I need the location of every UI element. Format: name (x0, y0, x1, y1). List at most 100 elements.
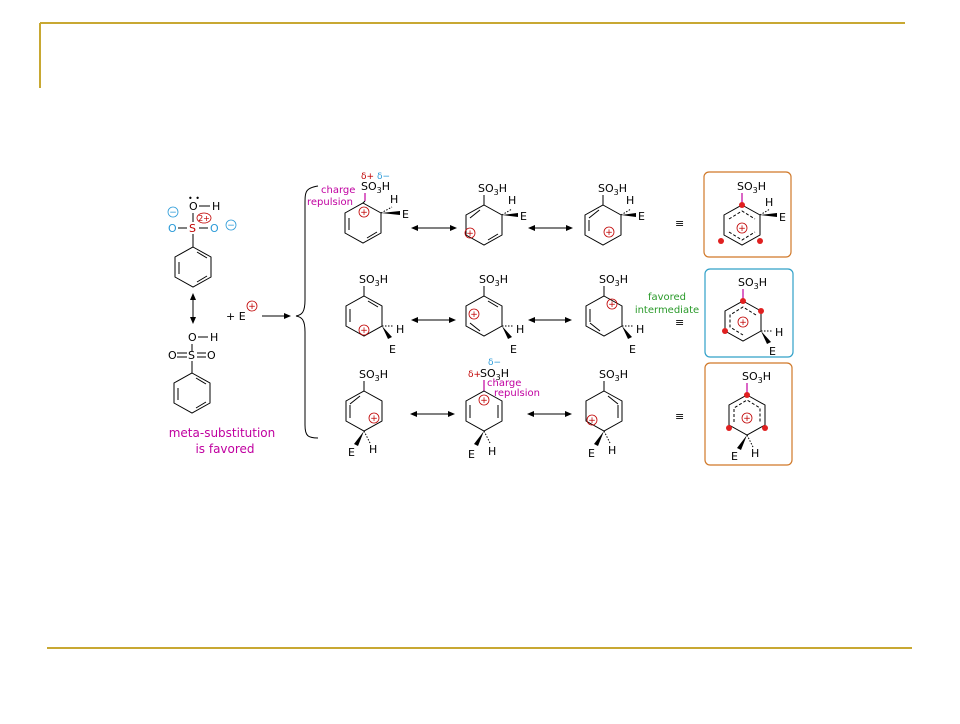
h-label: H (608, 444, 616, 457)
oxygen-right-label-2: O (207, 349, 216, 362)
so3h-label: SO3H (480, 367, 509, 382)
charge-repulsion-text-2: repulsion (494, 388, 540, 399)
carbocation-plus: + (588, 416, 596, 426)
lone-pair-dots: • • (188, 194, 200, 203)
conclusion-line-1: meta-substitution (169, 426, 276, 440)
h-label: H (516, 323, 524, 336)
h-label: H (508, 194, 516, 207)
h-label: H (369, 443, 377, 456)
resonance-arrow-r1a (411, 225, 457, 231)
e-label: E (588, 447, 595, 460)
resonance-arrow-r3a (410, 411, 455, 417)
e-label: E (638, 210, 645, 223)
resonance-arrow-vertical (190, 293, 196, 324)
e-label: E (402, 208, 409, 221)
para-hybrid-box: SO3H + E H (704, 362, 793, 466)
delta-plus-label: δ+ (468, 370, 481, 380)
resonance-arrow-r3b (527, 411, 572, 417)
so3h-label: SO3H (478, 182, 507, 197)
carbocation-plus: + (470, 310, 478, 320)
carbocation-plus: + (360, 326, 368, 336)
meta-resonance-structure-1: SO3H + H E (345, 273, 404, 356)
ortho-resonance-structure-1: δ+ δ− SO3H charge repulsion + H E (307, 172, 409, 244)
sulfur-label-2: S (188, 349, 195, 362)
e-label: E (520, 210, 527, 223)
so3h-label: SO3H (599, 273, 628, 288)
hydrogen-label: H (212, 200, 220, 213)
e-label: E (468, 448, 475, 461)
equivalence-sign-2: ≡ (675, 316, 684, 329)
h-label: H (636, 323, 644, 336)
e-label: E (629, 343, 636, 356)
ortho-hybrid-box: SO3H + H E (703, 171, 792, 258)
so3h-label: SO3H (359, 368, 388, 383)
carbocation-plus: + (360, 208, 368, 218)
delta-minus-label: δ− (488, 358, 501, 368)
equivalence-sign-3: ≡ (675, 410, 684, 423)
so3h-label: SO3H (738, 276, 767, 291)
carbocation-plus: + (605, 228, 613, 238)
favored-label-1: favored (648, 292, 686, 303)
e-label: E (348, 446, 355, 459)
carbocation-plus: + (608, 300, 616, 310)
charge-repulsion-text-2: repulsion (307, 197, 353, 208)
h-label: H (488, 445, 496, 458)
oxygen-left-label: O (168, 222, 177, 235)
h-label: H (390, 193, 398, 206)
charge-2plus: 2+ (198, 214, 210, 223)
carbocation-plus: + (480, 396, 488, 406)
oxygen-top-label-2: O (188, 331, 197, 344)
sulfonic-acid-neutral-form: O H S O O (168, 331, 218, 414)
h-label: H (775, 326, 783, 339)
e-label: E (510, 343, 517, 356)
carbocation-plus: + (739, 318, 747, 328)
h-label: H (751, 447, 759, 460)
meta-hybrid-box: SO3H + H E (704, 268, 794, 358)
electrophile-addition: + E + (226, 300, 291, 323)
so3h-label: SO3H (359, 273, 388, 288)
e-label: E (731, 450, 738, 463)
resonance-arrow-r2b (528, 317, 572, 323)
equivalence-sign-1: ≡ (675, 217, 684, 230)
carbocation-plus: + (370, 414, 378, 424)
ortho-resonance-structure-3: SO3H + H E (584, 182, 645, 246)
electrophile-charge: + (248, 302, 256, 312)
delta-plus-label: δ+ (361, 172, 374, 182)
meta-resonance-structure-2: SO3H + H E (465, 273, 524, 356)
carbocation-plus: + (743, 414, 751, 424)
h-label: H (765, 196, 773, 209)
para-resonance-structure-1: SO3H + E H (345, 368, 388, 459)
carbocation-plus: + (738, 224, 746, 234)
favored-label-2: intermediate (635, 305, 699, 316)
so3h-label: SO3H (599, 368, 628, 383)
conclusion-line-2: is favored (195, 442, 254, 456)
meta-resonance-structure-3: SO3H + H E (585, 273, 644, 356)
oxygen-right-label: O (210, 222, 219, 235)
para-resonance-structure-2: δ− δ+ SO3H charge repulsion + E H (465, 358, 540, 461)
hydrogen-label-2: H (210, 331, 218, 344)
sulfur-label: S (189, 222, 196, 235)
minus-charge-right: − (227, 221, 235, 231)
ortho-resonance-structure-2: SO3H + H E (464, 182, 527, 246)
so3h-label: SO3H (479, 273, 508, 288)
carbocation-plus: + (466, 229, 474, 239)
minus-charge-left: − (169, 208, 177, 218)
plus-electrophile-label: + E (226, 310, 246, 323)
oxygen-top-label: O (189, 200, 198, 213)
sulfonic-acid-charged-form: O • • H S 2+ O O − − (167, 194, 237, 288)
charge-repulsion-text-1: charge (321, 185, 355, 196)
charge-repulsion-text-1: charge (487, 378, 521, 389)
e-label: E (769, 345, 776, 358)
delta-minus-label: δ− (377, 172, 390, 182)
h-label: H (396, 323, 404, 336)
so3h-label: SO3H (742, 370, 771, 385)
e-label: E (389, 343, 396, 356)
e-label: E (779, 211, 786, 224)
h-label: H (626, 194, 634, 207)
oxygen-left-label-2: O (168, 349, 177, 362)
para-resonance-structure-3: SO3H + E H (585, 368, 628, 460)
so3h-label: SO3H (737, 180, 766, 195)
so3h-label: SO3H (598, 182, 627, 197)
so3h-label: SO3H (361, 180, 390, 195)
